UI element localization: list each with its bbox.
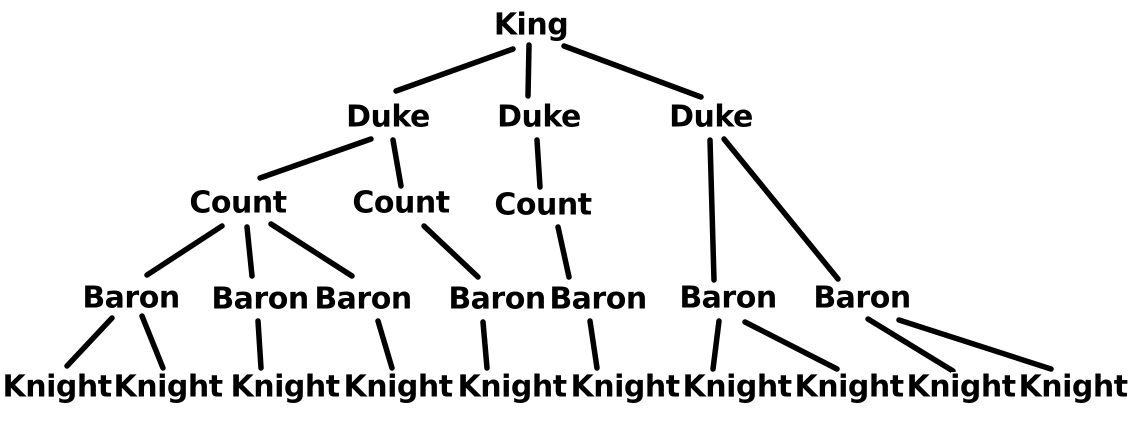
edge-king-duke-1 (393, 46, 516, 94)
edge-count-1-baron-2 (244, 224, 255, 279)
edge-baron-6-knight-8 (742, 319, 840, 372)
node-count-2: Count (352, 186, 449, 221)
node-knight-1: Knight (2, 370, 111, 405)
edge-baron-5-knight-6 (587, 318, 600, 371)
edge-baron-6-knight-7 (710, 318, 722, 372)
node-baron-6: Baron (679, 281, 776, 316)
node-count-1: Count (189, 186, 286, 221)
edge-baron-1-knight-2 (139, 313, 166, 371)
edge-duke-1-count-1 (257, 136, 374, 181)
node-duke-1: Duke (346, 100, 430, 135)
node-knight-10: Knight (1018, 370, 1127, 405)
node-knight-4: Knight (343, 370, 452, 405)
edge-baron-7-knight-9 (865, 316, 956, 374)
node-knight-7: Knight (682, 370, 791, 405)
node-duke-3: Duke (669, 100, 753, 135)
edge-baron-1-knight-1 (64, 315, 115, 369)
node-count-3: Count (494, 188, 591, 223)
node-king: King (494, 8, 568, 43)
edge-count-3-baron-5 (555, 224, 572, 280)
edge-duke-1-count-2 (390, 137, 404, 189)
node-baron-7: Baron (813, 281, 910, 316)
node-baron-5: Baron (549, 282, 646, 317)
node-knight-2: Knight (113, 370, 222, 405)
edge-duke-2-count-3 (534, 137, 543, 190)
edge-king-duke-2 (525, 42, 532, 99)
node-knight-3: Knight (230, 370, 339, 405)
edge-baron-7-knight-10 (896, 317, 1054, 372)
edge-baron-3-knight-4 (375, 318, 395, 371)
node-knight-5: Knight (457, 370, 566, 405)
node-knight-9: Knight (906, 370, 1015, 405)
node-baron-4: Baron (448, 282, 545, 317)
node-duke-2: Duke (497, 100, 581, 135)
node-baron-2: Baron (211, 282, 308, 317)
edge-baron-4-knight-5 (480, 319, 490, 371)
edge-count-2-baron-4 (421, 223, 481, 280)
edge-count-1-baron-3 (268, 221, 355, 279)
node-knight-6: Knight (570, 370, 679, 405)
node-baron-3: Baron (314, 282, 411, 317)
edge-count-1-baron-1 (144, 223, 225, 278)
edge-king-duke-3 (561, 43, 704, 100)
edge-duke-3-baron-6 (707, 137, 717, 283)
node-knight-8: Knight (794, 370, 903, 405)
node-baron-1: Baron (82, 281, 179, 316)
edge-duke-3-baron-7 (721, 136, 841, 282)
edge-baron-2-knight-3 (255, 318, 264, 371)
